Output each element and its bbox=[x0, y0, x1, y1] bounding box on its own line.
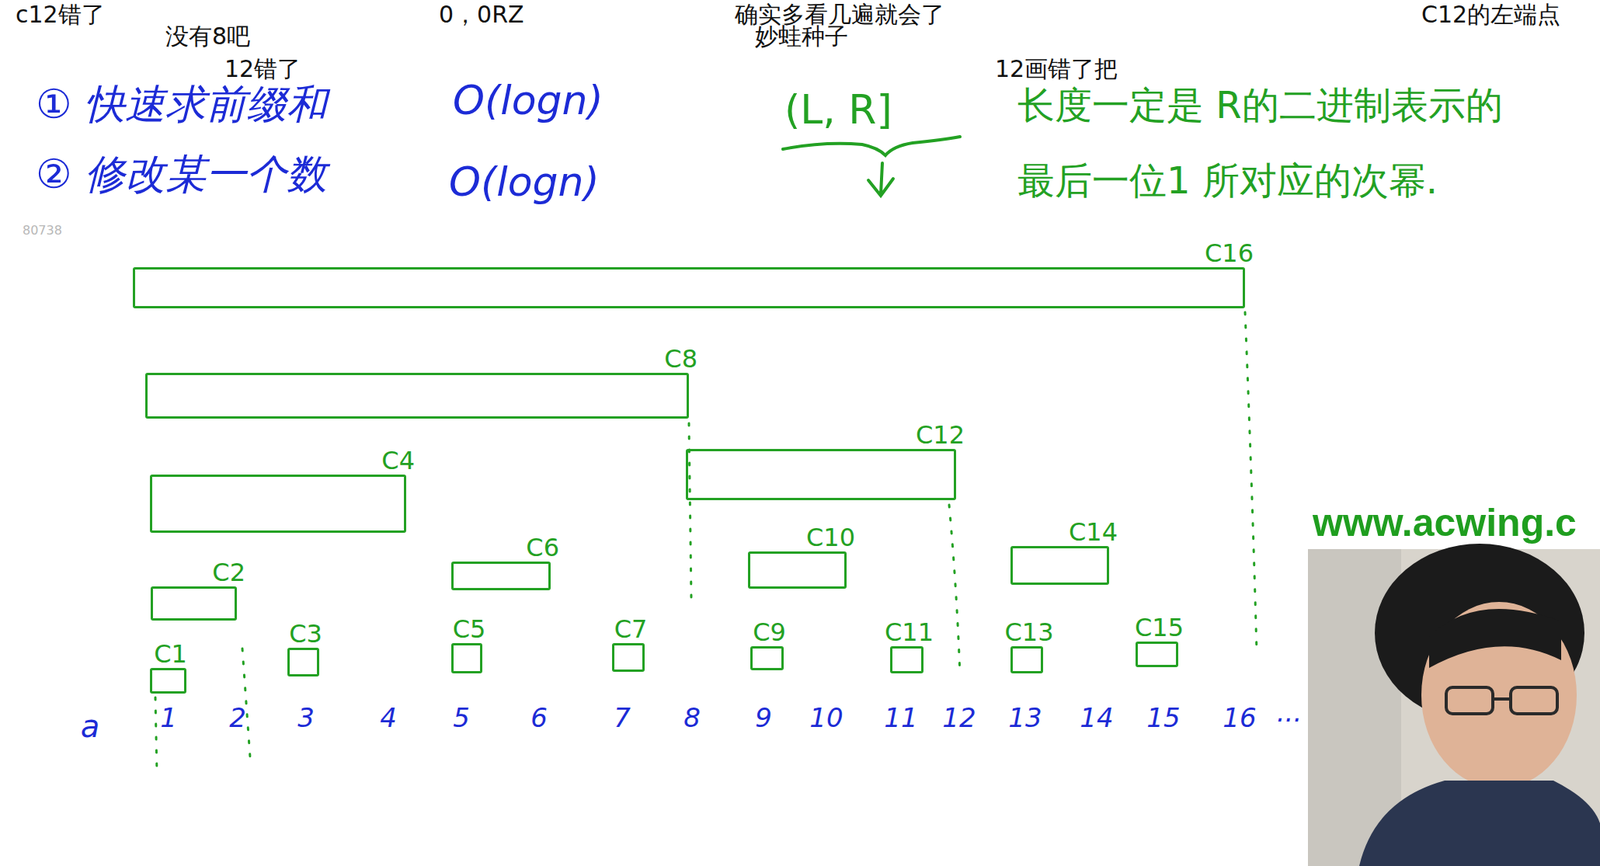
annotation-text: 15 bbox=[1146, 702, 1180, 734]
site-watermark: www.acwing.c bbox=[1312, 500, 1577, 547]
annotation-text: 8 bbox=[683, 702, 701, 734]
tree-node-box: C10 bbox=[747, 551, 847, 589]
annotation-text: 13 bbox=[1008, 702, 1042, 734]
down-arrow bbox=[868, 163, 894, 196]
bullet-comment: C12的左端点 bbox=[1421, 1, 1561, 29]
tree-node-box: C14 bbox=[1010, 546, 1110, 585]
tree-node-box: C15 bbox=[1135, 641, 1179, 668]
tree-node-box: C2 bbox=[150, 586, 237, 621]
bullet-comment: 妙蛙种子 bbox=[754, 23, 849, 51]
node-label: C6 bbox=[525, 534, 560, 562]
underbrace bbox=[782, 136, 960, 156]
annotation-text: 5 bbox=[452, 702, 470, 734]
tree-node-box: C12 bbox=[685, 448, 957, 501]
annotation-text: ... bbox=[1276, 697, 1302, 728]
annotation-text: 10 bbox=[809, 702, 843, 734]
node-label: C9 bbox=[752, 619, 787, 647]
annotation-text: 7 bbox=[613, 702, 631, 734]
annotation-text: ① 快速求前缀和 bbox=[35, 81, 327, 129]
bullet-comment: 12画错了把 bbox=[994, 55, 1118, 84]
bullet-comment: 0，0RZ bbox=[438, 1, 525, 29]
annotation-text: 11 bbox=[883, 702, 918, 734]
tree-node-box: C11 bbox=[890, 646, 924, 674]
annotation-text: 14 bbox=[1079, 702, 1114, 734]
bullet-comment: c12错了 bbox=[15, 1, 105, 29]
annotation-text: 80738 bbox=[22, 223, 63, 238]
tree-node-box: C1 bbox=[149, 667, 187, 694]
annotation-text: 3 bbox=[297, 702, 315, 734]
annotation-text: 最后一位1 所对应的次幂. bbox=[1017, 159, 1438, 202]
annotation-text: O(logn) bbox=[452, 77, 604, 125]
bullet-comment: 没有8吧 bbox=[165, 23, 251, 51]
node-label: C12 bbox=[915, 421, 965, 449]
annotation-text: 2 bbox=[229, 702, 247, 734]
tree-node-box: C6 bbox=[451, 561, 551, 591]
annotation-text: a bbox=[80, 708, 101, 745]
bullet-comment: 12错了 bbox=[224, 55, 301, 84]
annotation-text: ② 修改某一个数 bbox=[35, 151, 327, 199]
node-label: C7 bbox=[614, 615, 648, 644]
tree-node-box: C7 bbox=[612, 643, 645, 672]
dotted-guide bbox=[949, 504, 960, 676]
annotation-text: O(logn) bbox=[448, 159, 600, 206]
node-label: C10 bbox=[806, 524, 856, 552]
annotation-text: 长度一定是 R的二进制表示的 bbox=[1017, 83, 1503, 127]
annotation-text: 16 bbox=[1222, 702, 1256, 734]
annotation-text: 1 bbox=[160, 702, 178, 734]
dotted-guide bbox=[1245, 312, 1257, 653]
node-label: C4 bbox=[381, 447, 415, 475]
node-label: C14 bbox=[1068, 518, 1118, 547]
node-label: C13 bbox=[1004, 619, 1054, 647]
annotation-text: 12 bbox=[942, 702, 976, 734]
annotation-text: 4 bbox=[379, 702, 397, 734]
tree-node-box: C16 bbox=[132, 267, 1246, 309]
dotted-guide bbox=[155, 697, 157, 773]
node-label: C8 bbox=[664, 345, 698, 373]
tree-node-box: C9 bbox=[750, 646, 784, 671]
tree-node-box: C8 bbox=[145, 372, 689, 419]
tree-node-box: C4 bbox=[149, 474, 407, 533]
annotation-text: 6 bbox=[530, 702, 548, 734]
node-label: C16 bbox=[1204, 240, 1254, 268]
node-label: C3 bbox=[288, 620, 323, 648]
node-label: C5 bbox=[452, 615, 487, 644]
tree-node-box: C13 bbox=[1010, 646, 1044, 674]
tree-node-box: C3 bbox=[287, 647, 320, 677]
tree-node-box: C5 bbox=[451, 643, 483, 674]
node-label: C11 bbox=[884, 619, 934, 647]
webcam-panel bbox=[1307, 543, 1600, 866]
annotation-text: (L, R] bbox=[784, 86, 893, 134]
node-label: C2 bbox=[212, 559, 246, 587]
node-label: C1 bbox=[153, 640, 188, 668]
annotation-text: 9 bbox=[754, 702, 773, 734]
node-label: C15 bbox=[1134, 614, 1184, 642]
